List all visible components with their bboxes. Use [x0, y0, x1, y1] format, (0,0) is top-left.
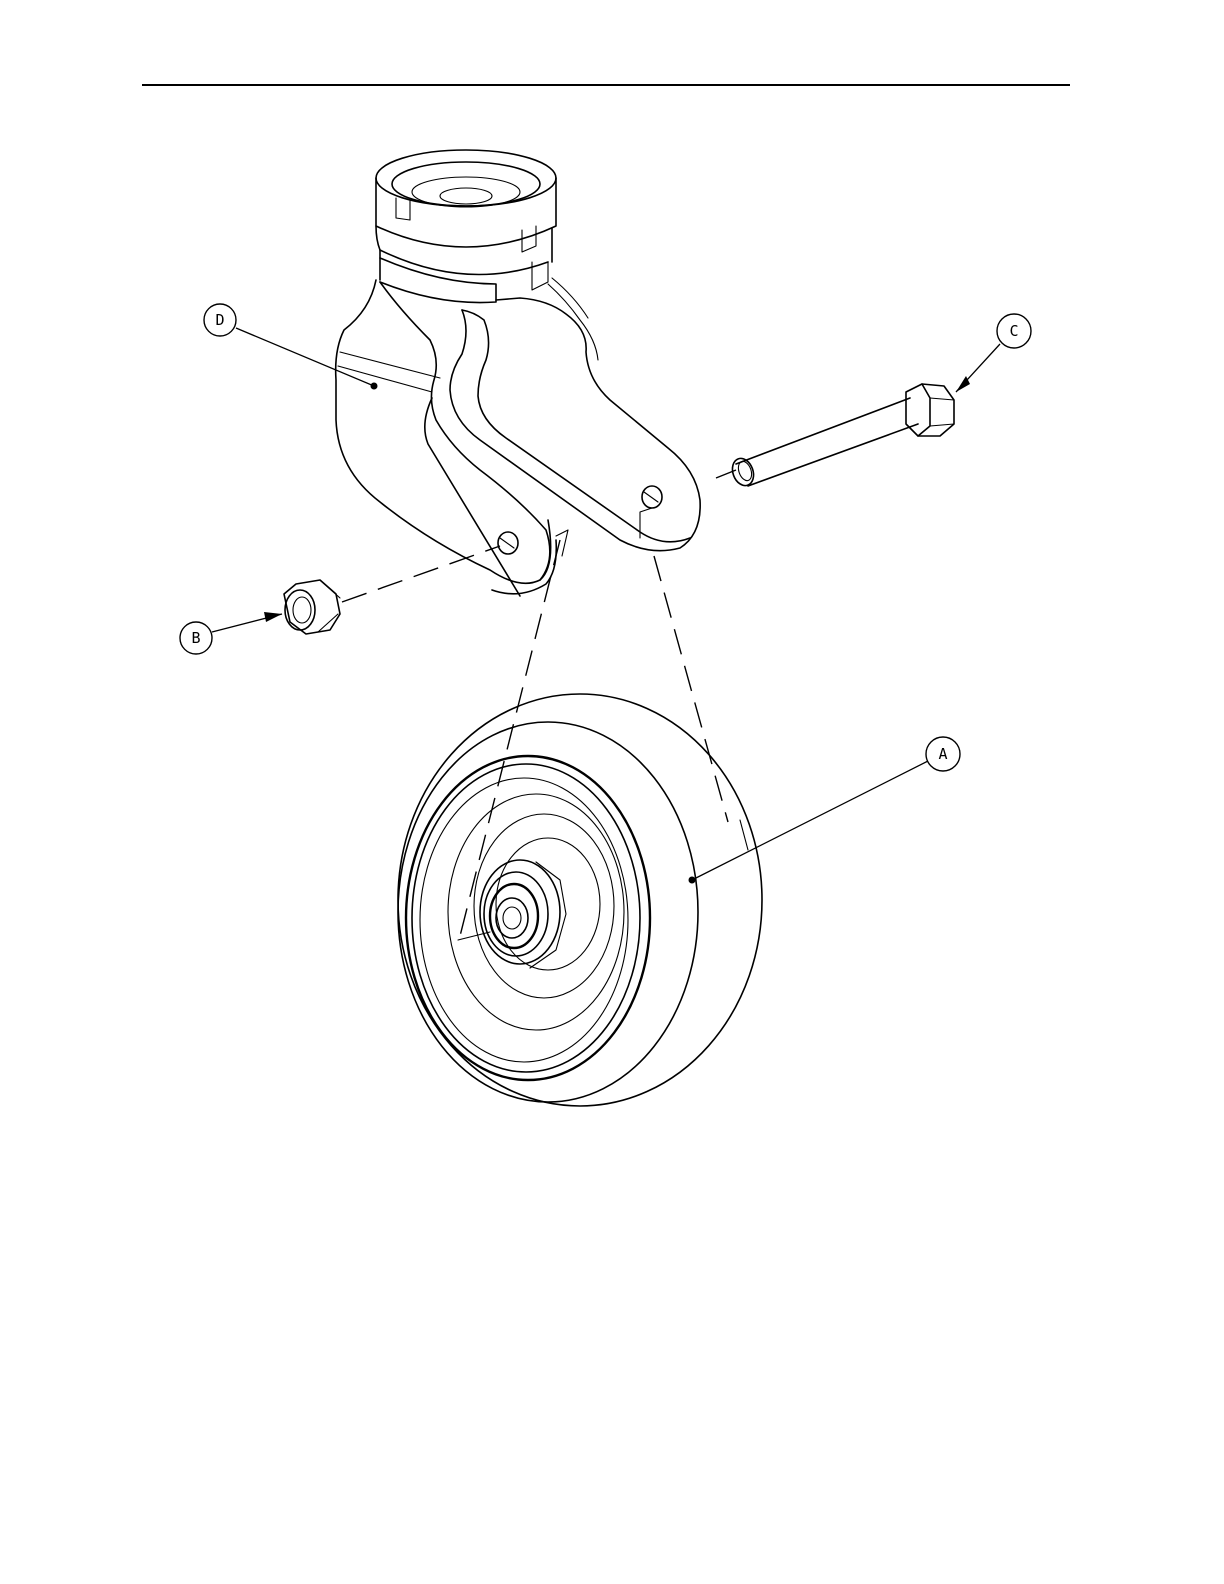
callout-c: C — [956, 314, 1031, 392]
callout-b: B — [180, 612, 282, 654]
callout-label-c: C — [1009, 322, 1018, 340]
callout-label-b: B — [191, 629, 200, 647]
wheel-part-a — [398, 540, 762, 1106]
callout-label-a: A — [938, 745, 947, 763]
axle-bolt-part-c — [716, 384, 954, 489]
callout-a: A — [689, 737, 961, 884]
callout-d: D — [204, 304, 378, 390]
callout-label-d: D — [215, 311, 224, 329]
caster-fork-part-d — [336, 150, 701, 596]
